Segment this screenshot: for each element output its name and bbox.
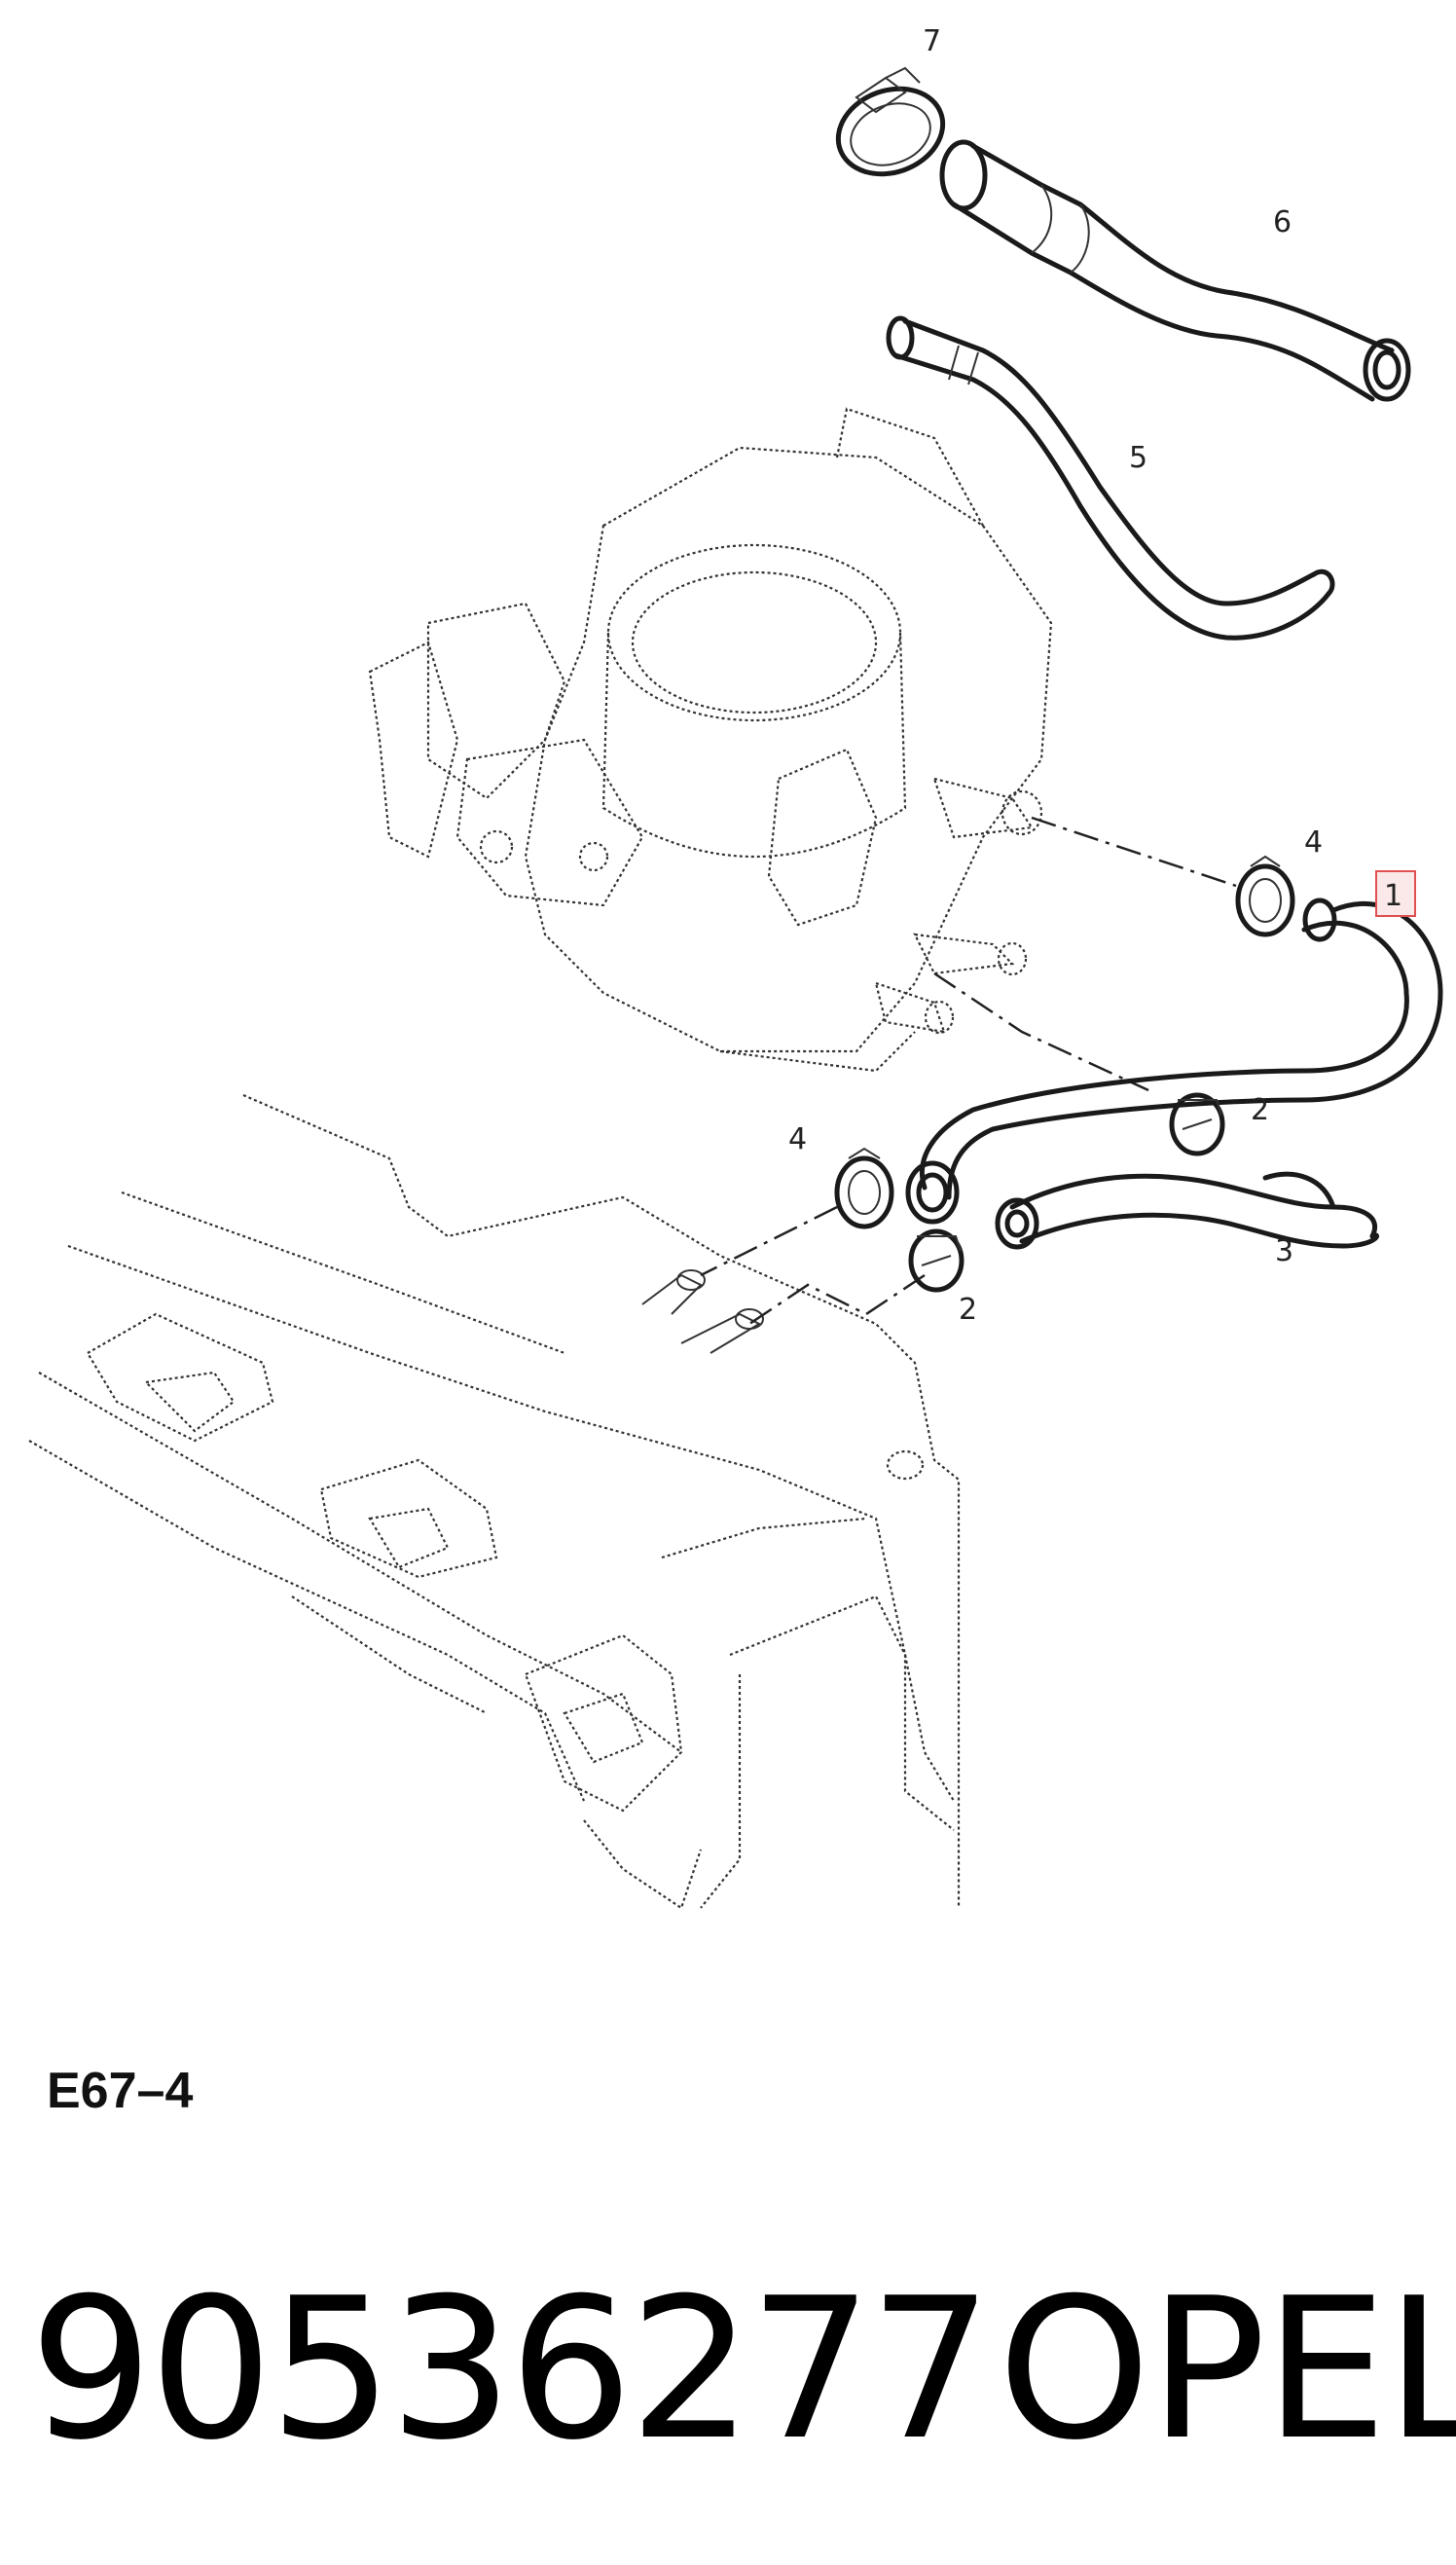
exploded-parts-diagram: 1 2 2 3 4 4 5 6 7 [28,24,1443,1910]
callout-4-lower: 4 [788,1122,807,1156]
hose-part-1 [905,898,1443,1225]
clamp-part-2-lower [908,1228,965,1293]
hose-part-6 [939,139,1411,402]
engine-studs [641,1269,764,1354]
callout-4-upper: 4 [1304,825,1323,860]
callout-6: 6 [1273,205,1292,239]
callout-labels: 1 2 2 3 4 4 5 6 7 [788,24,1416,1327]
callout-3: 3 [1275,1234,1293,1268]
intake-manifold [28,1093,961,1910]
callout-2-upper: 2 [1251,1093,1269,1127]
part-number: 90536277 [29,2256,993,2483]
callout-5: 5 [1129,441,1147,475]
leader-lines [700,816,1237,1326]
throttle-body [368,407,1053,1073]
brand-name: OPEL [998,2256,1456,2483]
diagram-code: E67–4 [47,2063,194,2119]
clamp-part-4-lower [834,1147,894,1229]
callout-1: 1 [1384,879,1402,913]
callout-2-lower: 2 [959,1293,977,1327]
clamp-part-4-upper [1235,855,1295,937]
hose-part-3 [995,1171,1379,1250]
clamp-part-2-upper [1169,1092,1225,1156]
callout-1-highlight [1375,870,1416,917]
clamp-part-7 [835,66,946,177]
hose-part-5 [886,315,1335,641]
callout-7: 7 [923,24,941,58]
